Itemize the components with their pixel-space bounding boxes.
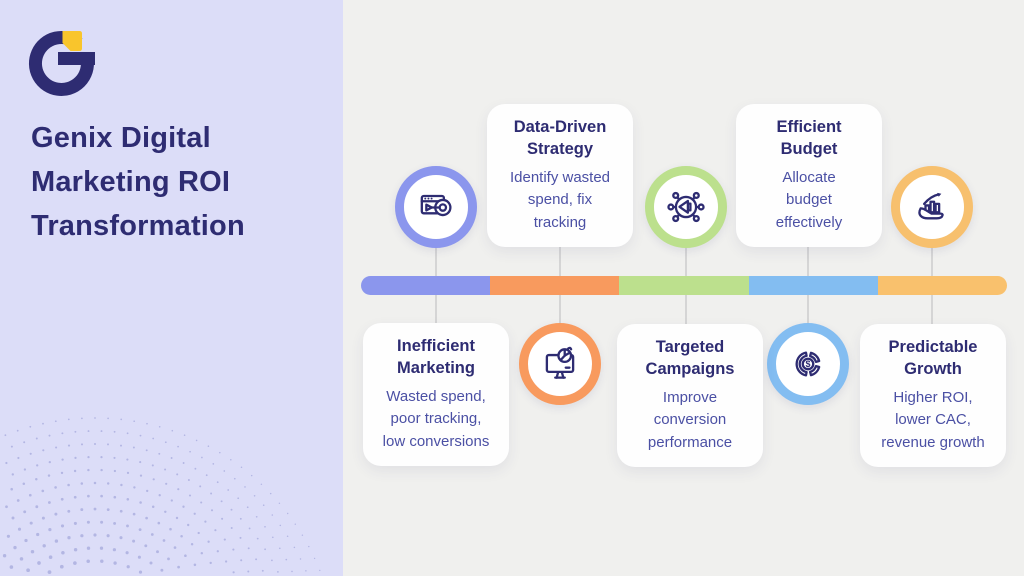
timeline-segment-4 (748, 276, 878, 295)
growth-hand-icon (918, 192, 944, 220)
logo-g-arc (28, 31, 94, 96)
step-3-card: Targeted Campaigns Improve conversion pe… (617, 324, 763, 467)
step-3-description: Improve conversion performance (647, 388, 733, 451)
timeline-segment-1 (361, 276, 491, 295)
timeline-segment-2 (490, 276, 620, 295)
step-3-icon-circle (645, 166, 727, 248)
step-4-description: Allocate budget effectively (775, 168, 843, 231)
logo-accent-square (62, 31, 82, 51)
step-2-title: Data-Driven Strategy (513, 117, 607, 158)
title-line-1: Genix Digital (31, 122, 211, 154)
step-2-card: Data-Driven Strategy Identify wasted spe… (487, 104, 633, 247)
step-3-title: Targeted Campaigns (645, 337, 735, 378)
browser-target-icon (420, 194, 452, 217)
step-1-card: Inefficient Marketing Wasted spend, poor… (363, 323, 509, 466)
step-4-title: Efficient Budget (776, 117, 842, 158)
step-5-card: Predictable Growth Higher ROI, lower CAC… (860, 324, 1006, 467)
monitor-pie-chart-icon (545, 346, 575, 379)
step-1-icon-circle (395, 166, 477, 248)
timeline-bar (361, 276, 1007, 295)
step-1-title: Inefficient Marketing (397, 336, 475, 377)
timeline-segment-3 (619, 276, 749, 295)
title-line-2: Marketing ROI (31, 166, 231, 198)
svg-text:$: $ (806, 359, 811, 369)
megaphone-network-icon (667, 191, 705, 223)
timeline-segment-5 (877, 276, 1007, 295)
donut-dollar-icon: $ (795, 351, 821, 377)
sidebar-panel: Genix Digital Marketing ROI Transformati… (0, 0, 343, 576)
step-5-icon-circle (891, 166, 973, 248)
page-title: Genix Digital Marketing ROI Transformati… (31, 116, 331, 248)
step-4-card: Efficient Budget Allocate budget effecti… (736, 104, 882, 247)
step-1-description: Wasted spend, poor tracking, low convers… (382, 387, 490, 450)
step-5-title: Predictable Growth (888, 337, 978, 378)
step-5-description: Higher ROI, lower CAC, revenue growth (881, 388, 985, 451)
genix-logo-icon (28, 31, 95, 96)
step-2-icon-circle (519, 323, 601, 405)
step-4-icon-circle: $ (767, 323, 849, 405)
title-line-3: Transformation (31, 210, 245, 242)
step-2-description: Identify wasted spend, fix tracking (509, 168, 611, 231)
